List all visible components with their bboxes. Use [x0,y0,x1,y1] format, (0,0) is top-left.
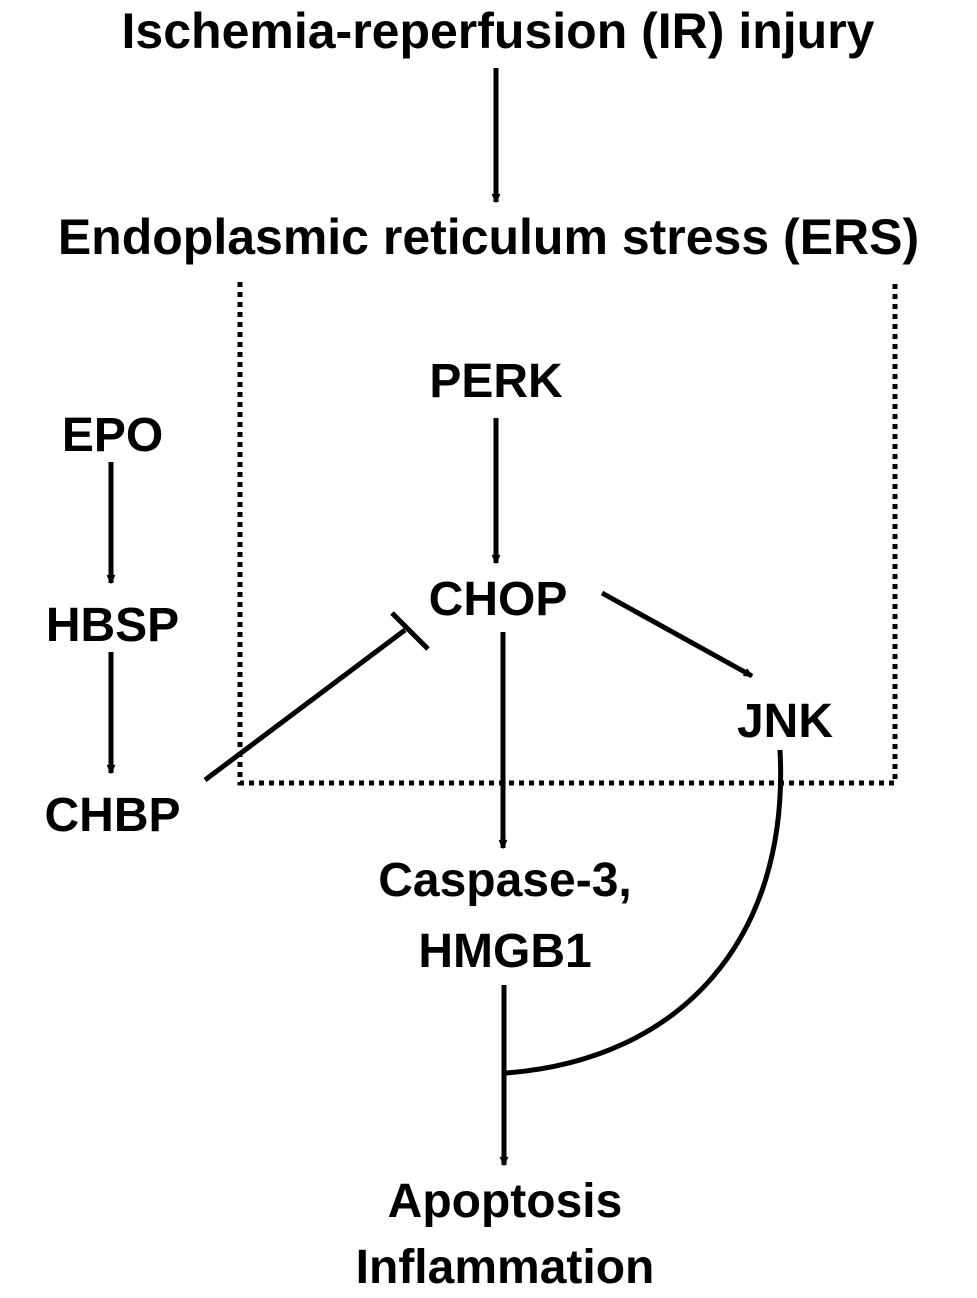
node-perk: PERK [429,355,563,408]
node-caspase-line1: Caspase-3, [378,854,632,907]
node-ers: Endoplasmic reticulum stress (ERS) [57,209,920,265]
node-outcome-line1: Apoptosis [387,1175,623,1228]
node-ir-injury: Ischemia-reperfusion (IR) injury [121,3,875,59]
node-jnk: JNK [736,695,834,748]
inhibition-bar [390,611,430,651]
node-caspase-line2: HMGB1 [418,925,592,978]
node-outcome-line2: Inflammation [355,1241,655,1294]
arrow-chop-to-jnk [600,590,752,679]
curve-jnk-to-outcome [505,749,784,1076]
node-chop: CHOP [428,573,568,626]
node-epo: EPO [61,409,164,462]
ers-boundary-dotted [237,282,898,786]
node-chbp: CHBP [44,789,181,842]
node-hbsp: HBSP [45,599,180,652]
inhibition-chbp-to-chop [203,628,407,782]
